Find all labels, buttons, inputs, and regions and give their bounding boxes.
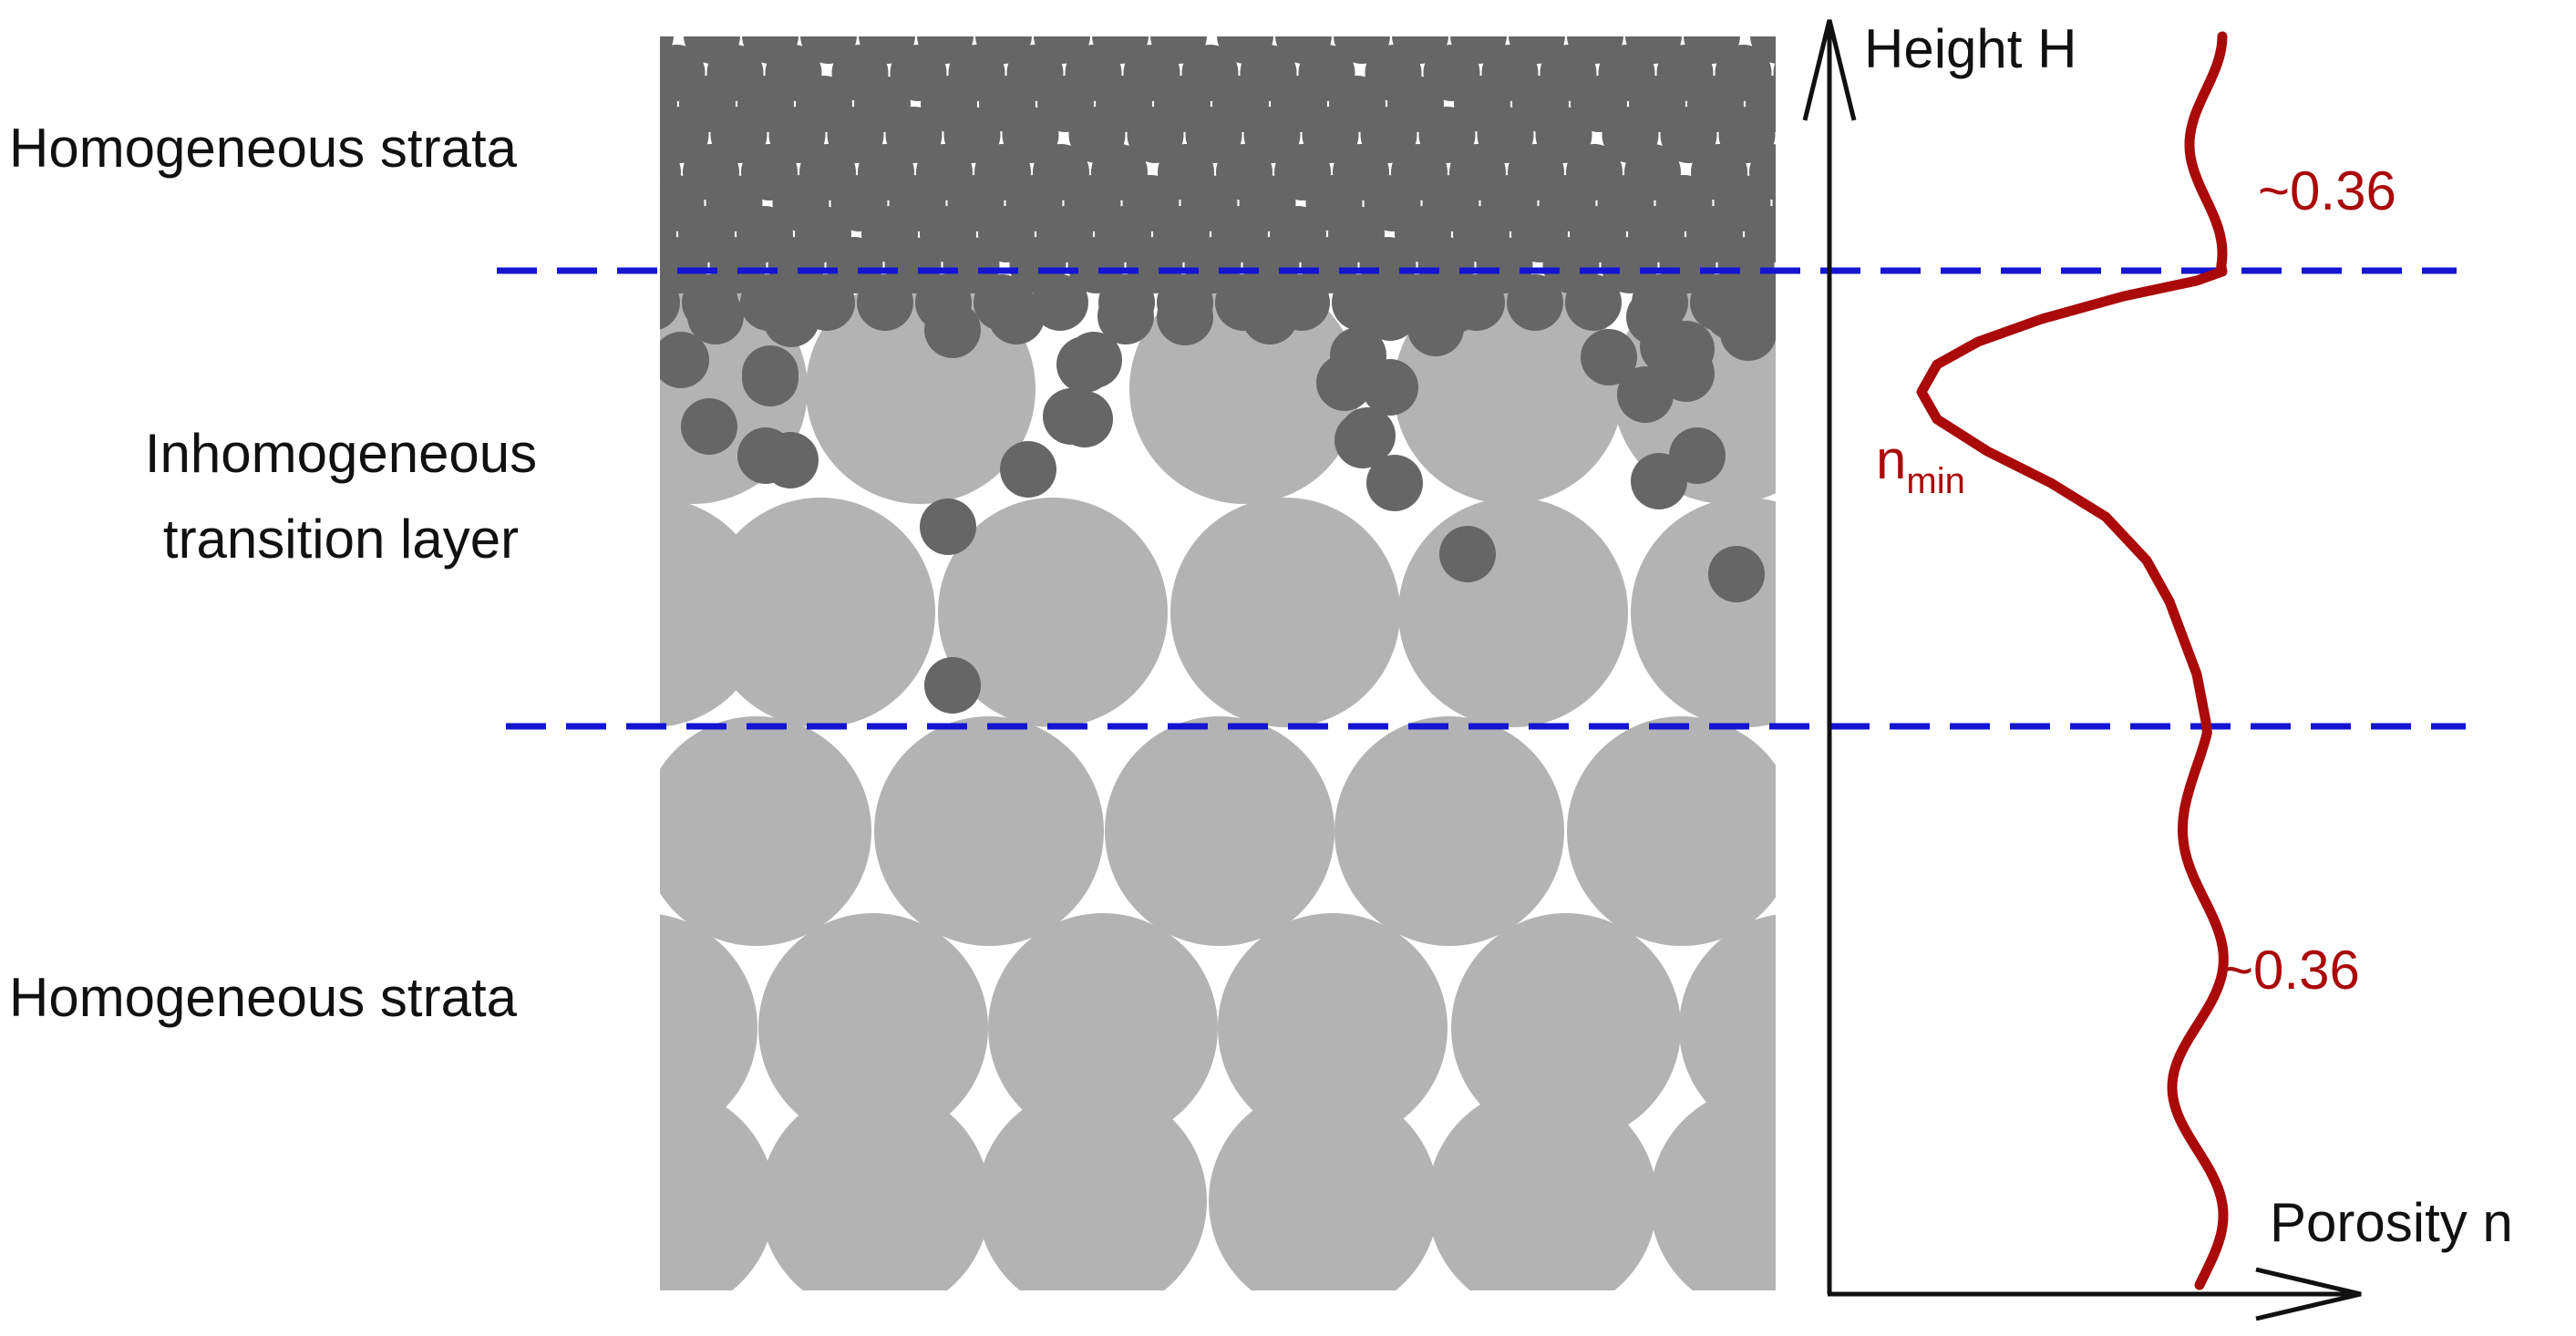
fine-grain <box>924 302 981 358</box>
fine-grain <box>1000 441 1056 498</box>
coarse-grain <box>660 1086 775 1290</box>
fine-grain <box>1750 36 1776 64</box>
fine-grain <box>857 274 913 331</box>
coarse-grain <box>988 913 1218 1143</box>
fine-grain <box>1067 237 1125 293</box>
fine-grain <box>660 332 709 388</box>
coarse-grain <box>1398 498 1628 727</box>
fine-grain <box>1056 336 1113 393</box>
fine-grain <box>1660 107 1717 163</box>
coarse-grain <box>1334 716 1564 946</box>
y-axis-label: Height H <box>1864 18 2076 79</box>
fine-grain <box>1366 455 1423 511</box>
fine-grain <box>1601 237 1658 293</box>
coarse-grain <box>660 914 757 1142</box>
fine-grain <box>762 432 819 488</box>
fine-grain <box>660 275 680 330</box>
fine-grain <box>1772 190 1776 217</box>
fine-grain <box>763 291 819 347</box>
coarse-grain <box>1679 914 1776 1142</box>
coarse-grain <box>1105 716 1334 946</box>
bottom-porosity-value: ~0.36 <box>2221 940 2360 1001</box>
fine-grain <box>1097 288 1154 344</box>
coarse-grain <box>1218 913 1448 1143</box>
particle-packing-panel <box>660 36 1833 1290</box>
fine-grain <box>1507 274 1563 331</box>
fine-grain <box>1316 355 1373 411</box>
coarse-grain <box>1631 498 1776 727</box>
transition-label-line2: transition layer <box>163 509 519 570</box>
transition-label-line1: Inhomogeneous <box>145 423 537 484</box>
top-porosity-value: ~0.36 <box>2258 160 2396 221</box>
arrow-up-icon <box>1802 19 1857 121</box>
fine-grain <box>1032 274 1088 331</box>
min-label-subscript: min <box>1906 461 1964 501</box>
bottom-strata-label: Homogeneous strata <box>9 967 518 1028</box>
porosity-curve <box>1916 31 2229 1290</box>
fine-grain <box>1777 237 1833 293</box>
fine-grain <box>1362 359 1418 416</box>
fine-grain <box>988 288 1045 344</box>
fine-grain <box>924 657 981 714</box>
fine-grain <box>687 288 744 344</box>
coarse-grain <box>1650 1086 1776 1290</box>
coarse-grain <box>706 498 935 727</box>
porosity-axes: Height H Porosity n <box>1802 18 2513 1321</box>
fine-grain <box>1720 304 1776 361</box>
fine-grain <box>1407 300 1464 356</box>
fine-grain-layer <box>660 36 1833 714</box>
fine-grain <box>1157 289 1213 345</box>
coarse-grain <box>1567 716 1776 946</box>
fine-grain <box>1658 321 1715 377</box>
fine-grain <box>1043 388 1099 445</box>
fine-grain <box>1617 366 1674 423</box>
fine-grain <box>1565 274 1622 331</box>
fine-grain <box>1439 526 1496 582</box>
fine-grain <box>1708 546 1765 602</box>
fine-grain <box>681 398 737 455</box>
coarse-grain <box>1451 913 1681 1143</box>
x-axis-label: Porosity n <box>2270 1192 2513 1253</box>
coarse-grain <box>1170 498 1400 727</box>
coarse-grain <box>1209 1086 1438 1290</box>
coarse-grain <box>660 716 871 946</box>
fine-grain <box>1127 107 1184 163</box>
coarse-grain <box>758 913 988 1143</box>
coarse-grain <box>977 1086 1207 1290</box>
fine-grain <box>1339 407 1396 464</box>
min-label-base: n <box>1876 429 1906 490</box>
coarse-grain <box>760 1086 990 1290</box>
fine-grain <box>1631 453 1687 509</box>
arrow-right-icon <box>2255 1267 2362 1321</box>
fine-grain <box>1362 284 1418 341</box>
coarse-grain <box>874 716 1104 946</box>
minimum-porosity-label: nmin <box>1876 429 1965 501</box>
top-strata-label: Homogeneous strata <box>9 118 518 179</box>
fine-grain <box>742 350 799 406</box>
fine-grain <box>1242 288 1298 344</box>
fine-grain <box>1581 329 1637 385</box>
fine-grain <box>920 498 976 555</box>
coarse-grain <box>938 498 1168 727</box>
